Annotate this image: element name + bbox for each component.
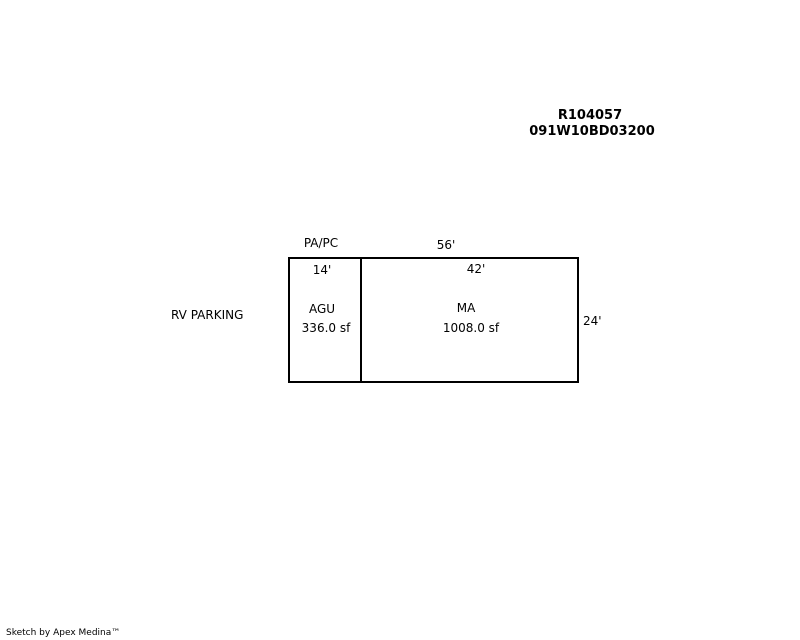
- map-tax-lot-id: 091W10BD03200: [529, 124, 655, 139]
- account-id: R104057: [557, 108, 623, 123]
- pa-pc-label: PA/PC: [303, 236, 339, 250]
- ma-area-value: 1008.0 sf: [442, 321, 500, 335]
- ma-width-dimension: 42': [466, 262, 486, 276]
- depth-dimension: 24': [583, 314, 602, 328]
- agu-area-code: AGU: [308, 302, 336, 316]
- agu-width-dimension: 14': [312, 263, 332, 277]
- ma-area-code: MA: [456, 301, 476, 315]
- agu-area-value: 336.0 sf: [301, 321, 351, 335]
- ma-area-box: [360, 257, 579, 383]
- rv-parking-label: RV PARKING: [171, 308, 244, 322]
- overall-width-dimension: 56': [436, 238, 456, 252]
- sketch-credit: Sketch by Apex Medina™: [6, 628, 121, 638]
